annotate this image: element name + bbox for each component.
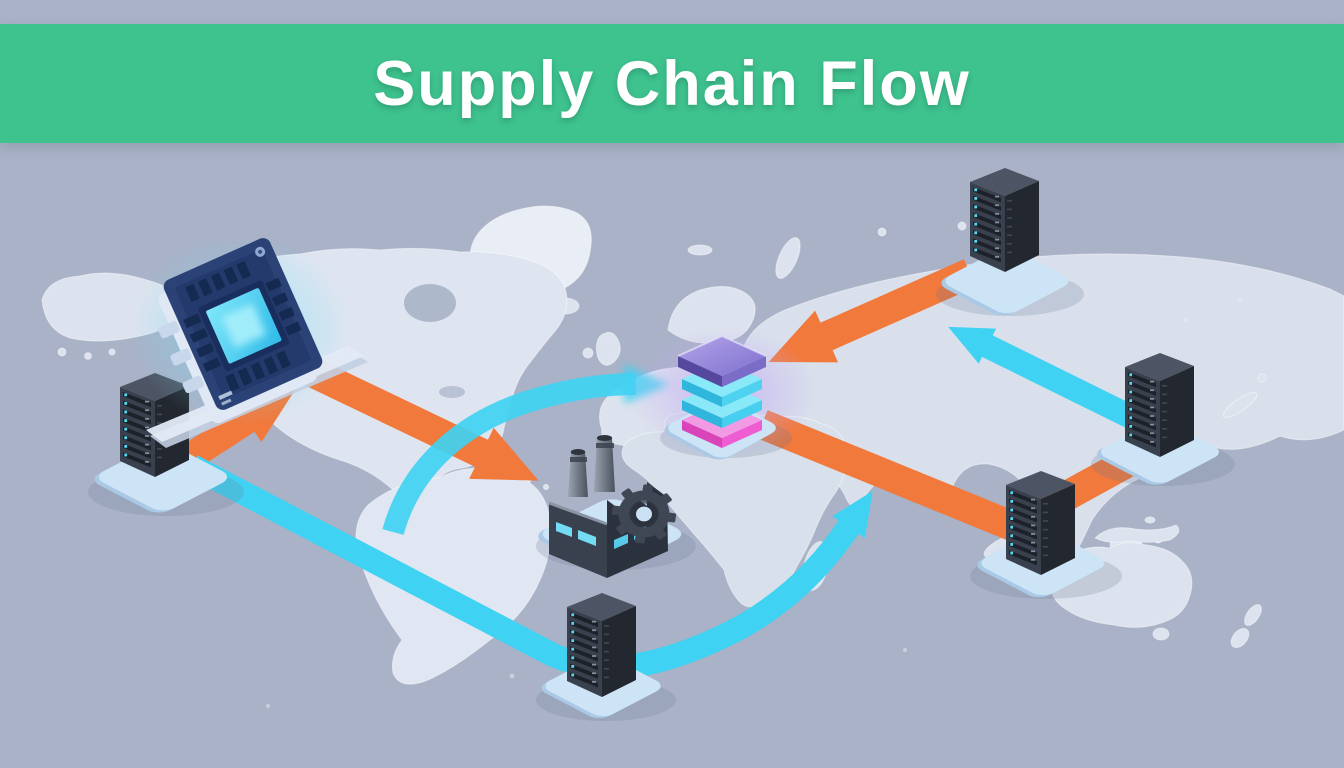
island-philippines xyxy=(1144,516,1156,524)
flow-arrow-curved-to-stack xyxy=(382,373,637,536)
node-chip xyxy=(128,234,368,448)
factory-chimney xyxy=(568,452,588,497)
continent-new-guinea xyxy=(1094,524,1180,543)
node-icons xyxy=(88,168,1235,722)
factory-chimney-cap xyxy=(596,435,613,441)
island-new-zealand-north xyxy=(1244,604,1262,626)
island-ireland xyxy=(582,347,594,359)
island xyxy=(84,352,92,360)
title-banner: Supply Chain Flow xyxy=(0,24,1344,143)
map-speckles xyxy=(266,298,1242,708)
chip-label xyxy=(218,390,233,400)
node-server-center-right xyxy=(1006,471,1075,575)
island-svalbard xyxy=(687,244,713,256)
stack-layers xyxy=(677,334,767,448)
stack-layer-pink xyxy=(722,420,762,448)
factory-chimneys xyxy=(568,435,615,497)
factory-chimney xyxy=(594,438,615,492)
stack-layer-purple xyxy=(678,356,722,387)
chip-screw-center xyxy=(258,249,263,254)
flow-arrow-right-server-to-northwest xyxy=(948,326,1141,430)
island xyxy=(57,347,67,357)
factory-roof-edge xyxy=(548,501,608,526)
stack-layer-cyan xyxy=(722,379,762,407)
chip-label xyxy=(221,398,232,406)
island-japan xyxy=(1222,392,1258,418)
stack-layer-cyan xyxy=(682,379,722,407)
stack-layer-purple xyxy=(722,356,766,387)
island-new-zealand-south xyxy=(1230,627,1250,649)
continent-europe-uk xyxy=(595,331,621,366)
island-novaya-zemlya xyxy=(775,237,801,279)
island-caribbean xyxy=(542,483,550,491)
chip-pin xyxy=(170,348,192,366)
node-server-right xyxy=(1125,353,1194,457)
stack-layer-cyan xyxy=(722,400,762,428)
node-data-stack xyxy=(626,326,818,463)
island xyxy=(1257,373,1267,383)
island xyxy=(108,348,116,356)
island xyxy=(957,221,967,231)
page-title: Supply Chain Flow xyxy=(373,48,971,119)
stack-layer-pink xyxy=(682,420,722,448)
stack-highlight xyxy=(677,334,767,357)
node-factory xyxy=(531,435,689,578)
great-lakes xyxy=(439,386,465,398)
stack-layer-cyan xyxy=(682,400,722,428)
factory-chimney-band xyxy=(596,443,614,448)
chip-die-core xyxy=(222,304,266,348)
hudson-bay xyxy=(404,284,456,322)
chip-pads xyxy=(183,260,302,392)
chip-pin xyxy=(182,375,204,394)
island xyxy=(877,227,887,237)
island-tasmania xyxy=(1152,627,1170,641)
chip-board-group xyxy=(158,238,323,424)
factory-front-face xyxy=(549,503,607,578)
chip-pin xyxy=(158,321,180,339)
factory-chimney-cap xyxy=(570,449,586,455)
node-server-top-right xyxy=(970,168,1039,272)
factory-chimney-band xyxy=(570,457,587,462)
node-server-bottom xyxy=(567,593,636,697)
factory-gear-icon xyxy=(611,484,677,544)
